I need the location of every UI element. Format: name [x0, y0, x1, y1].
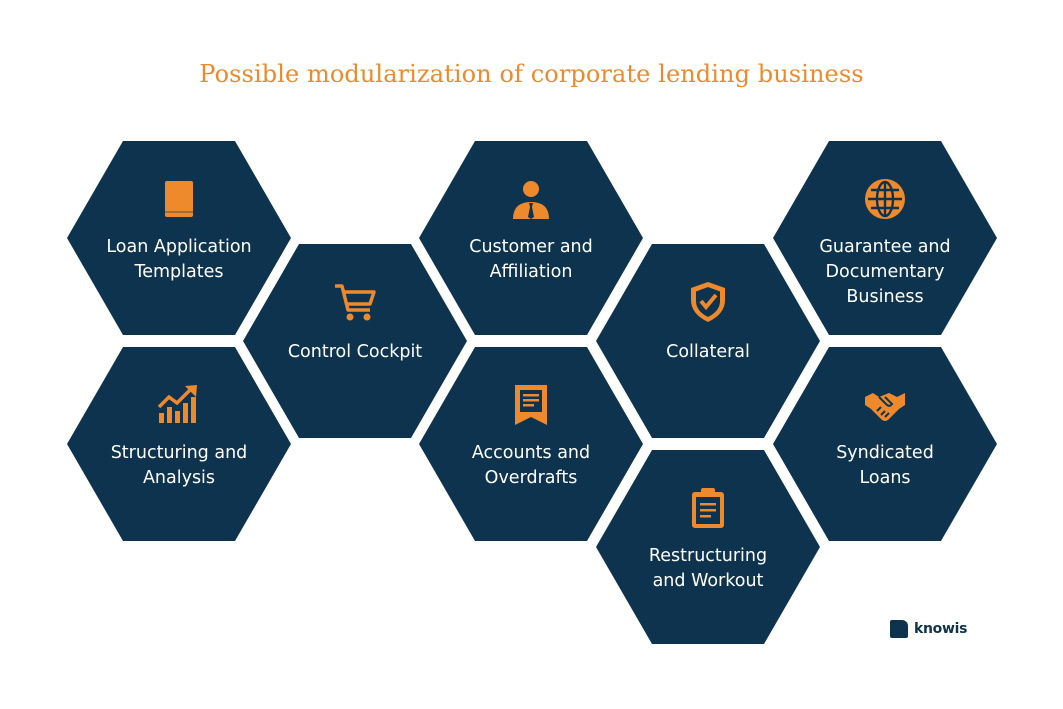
module-accounts-and-overdrafts: Accounts and Overdrafts — [419, 347, 643, 541]
knowis-logo: knowis — [890, 620, 967, 638]
module-label: Guarantee and Documentary Business — [819, 237, 951, 307]
shield-check-icon — [691, 282, 725, 322]
handshake-icon — [865, 393, 905, 421]
module-structuring-and-analysis: Structuring and Analysis — [67, 347, 291, 541]
module-control-cockpit: Control Cockpit — [243, 244, 467, 438]
business-person-icon — [513, 181, 549, 219]
module-loan-application-templates: Loan Application Templates — [67, 141, 291, 335]
module-label: Accounts and Overdrafts — [471, 443, 591, 488]
module-restructuring-and-workout: Restructuring and Workout — [596, 450, 820, 644]
module-customer-and-affiliation: Customer and Affiliation — [419, 141, 643, 335]
book-icon — [165, 181, 193, 217]
module-label: Control Cockpit — [287, 342, 423, 362]
module-label: Syndicated Loans — [836, 443, 934, 488]
shopping-cart-icon — [335, 284, 376, 321]
knowis-logo-text: knowis — [914, 621, 968, 637]
growth-chart-icon — [157, 385, 197, 423]
clipboard-icon — [692, 488, 724, 528]
module-collateral: Collateral — [596, 244, 820, 438]
globe-icon — [865, 179, 905, 219]
module-label: Collateral — [666, 342, 750, 362]
module-label: Loan Application Templates — [106, 237, 252, 282]
module-guarantee-and-documentary-business: Guarantee and Documentary Business — [773, 141, 997, 335]
document-icon — [515, 385, 547, 425]
module-label: Restructuring and Workout — [648, 546, 768, 591]
module-label: Structuring and Analysis — [110, 443, 248, 488]
module-label: Customer and Affiliation — [469, 237, 593, 282]
module-syndicated-loans: Syndicated Loans — [773, 347, 997, 541]
knowis-logo-mark — [890, 620, 908, 638]
diagram-title: Possible modularization of corporate len… — [199, 60, 864, 88]
